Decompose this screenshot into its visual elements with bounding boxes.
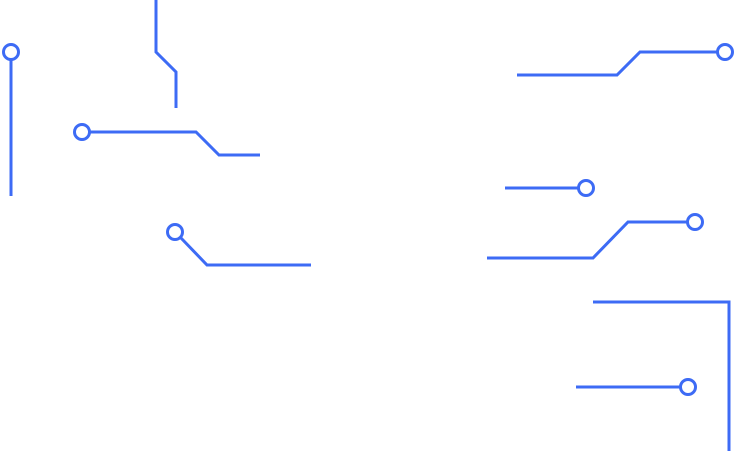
trace-right-middle [487,213,704,260]
pad-icon [73,123,91,141]
pad-icon [679,378,697,396]
trace-top-zigzag [154,0,178,108]
trace-right-corner [593,300,731,451]
pad-icon [716,43,734,61]
pad-icon [166,223,184,241]
trace-right-short [505,179,595,197]
trace-right-bottom [576,378,697,396]
pad-icon [577,179,595,197]
pad-icon [686,213,704,231]
pad-icon [2,43,20,61]
trace-right-top [517,43,734,77]
trace-left-lower [166,223,311,267]
trace-left-middle [73,123,260,157]
trace-left-vertical [2,43,20,196]
